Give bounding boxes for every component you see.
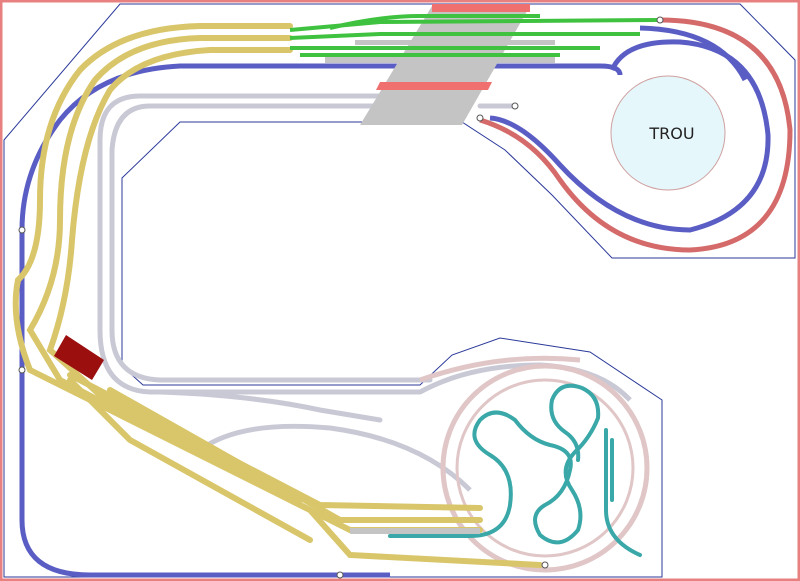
grey-inner-loop xyxy=(97,93,518,423)
green-yard-platform-2 xyxy=(355,40,555,45)
board-outline xyxy=(3,3,796,578)
platform-edge-top xyxy=(432,4,530,12)
hole-circle xyxy=(610,75,726,191)
hole-region: TROU xyxy=(610,75,726,191)
building xyxy=(54,335,104,380)
hole-label: TROU xyxy=(648,124,694,143)
pink-circle-loop xyxy=(419,355,650,573)
green-yard-tracks xyxy=(289,14,661,57)
green-yard-platform xyxy=(325,56,555,63)
yellow-main-track xyxy=(12,23,543,568)
blue-track xyxy=(19,25,771,578)
track-joints xyxy=(18,16,664,579)
teal-spiral-track xyxy=(388,383,642,557)
platform-edge-bottom xyxy=(376,82,492,90)
lower-yard-platform xyxy=(350,528,480,534)
red-track xyxy=(479,17,793,253)
station-platforms xyxy=(325,4,555,534)
